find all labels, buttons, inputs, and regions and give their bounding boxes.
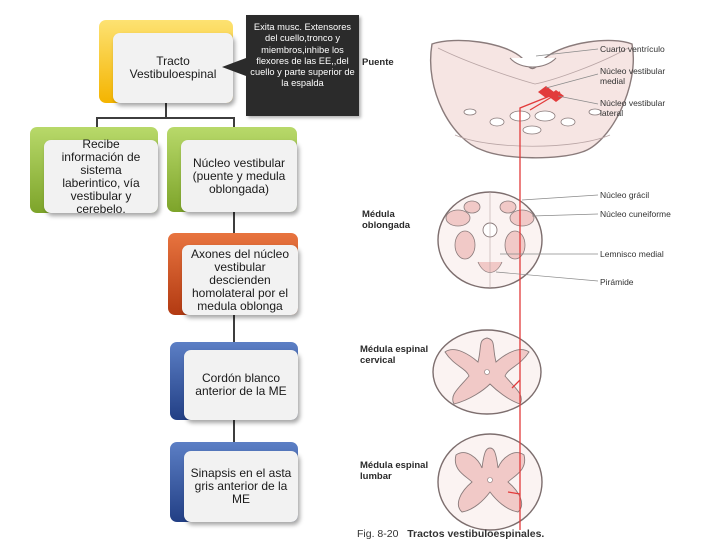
section-label-puente: Puente bbox=[362, 57, 394, 68]
figure-caption-number: Fig. 8-20 bbox=[357, 528, 399, 540]
label-piramide: Pirámide bbox=[600, 277, 634, 287]
branch-left-box: Recibe información de sistema laberintic… bbox=[44, 137, 158, 215]
cervical-cord-section bbox=[432, 329, 542, 415]
section-label-medula-cervical: Médula espinal cervical bbox=[360, 344, 429, 366]
callout-arrow-icon bbox=[222, 58, 246, 76]
medulla-section bbox=[437, 191, 543, 289]
step-3-box: Sinapsis en el asta gris anterior de la … bbox=[184, 451, 298, 522]
label-nucleo-vestibular-medial: Núcleo vestibular medial bbox=[600, 66, 666, 86]
label-nucleo-gracil: Núcleo grácil bbox=[600, 190, 650, 200]
section-label-medula-lumbar: Médula espinal lumbar bbox=[360, 460, 429, 482]
connector-step1-to-step2 bbox=[233, 314, 235, 344]
connector-right-down bbox=[233, 117, 235, 129]
label-leader-lines bbox=[495, 48, 599, 282]
section-label-medula-oblongada: Médula oblongada bbox=[362, 209, 411, 231]
step-1-box: Axones del núcleo vestibular descienden … bbox=[182, 245, 298, 315]
step-2-node: Cordón blanco anterior de la ME bbox=[170, 342, 298, 420]
connector-right-to-step1 bbox=[233, 211, 235, 235]
tract-nucleus-marker-icon bbox=[548, 90, 564, 102]
label-nucleo-vestibular-lateral: Núcleo vestibular lateral bbox=[600, 98, 666, 118]
branch-right-box: Núcleo vestibular (puente y medula oblon… bbox=[181, 140, 297, 212]
step-1-node: Axones del núcleo vestibular descienden … bbox=[168, 233, 298, 315]
step-2-box: Cordón blanco anterior de la ME bbox=[184, 350, 298, 420]
pons-section bbox=[430, 39, 634, 159]
label-lemnisco-medial: Lemnisco medial bbox=[600, 249, 664, 259]
figure-caption-title: Tractos vestibuloespinales. bbox=[407, 528, 545, 540]
branch-right-node: Núcleo vestibular (puente y medula oblon… bbox=[167, 127, 297, 212]
root-node: Tracto Vestibuloespinal bbox=[99, 20, 233, 103]
connector-left-down bbox=[96, 117, 98, 129]
callout-box: Exita musc. Extensores del cuello,tronco… bbox=[246, 15, 359, 116]
root-node-box: Tracto Vestibuloespinal bbox=[113, 33, 233, 103]
branch-left-node: Recibe información de sistema laberintic… bbox=[30, 127, 158, 215]
connector-step2-to-step3 bbox=[233, 418, 235, 444]
connector-root-down bbox=[165, 103, 167, 118]
lumbar-cord-section bbox=[437, 433, 543, 531]
step-3-node: Sinapsis en el asta gris anterior de la … bbox=[170, 442, 298, 522]
connector-branch-horizontal bbox=[96, 117, 234, 119]
figure-caption: Fig. 8-20 Tractos vestibuloespinales. bbox=[357, 528, 544, 540]
label-nucleo-cuneiforme: Núcleo cuneiforme bbox=[600, 209, 671, 219]
label-cuarto-ventriculo: Cuarto ventrículo bbox=[600, 44, 665, 54]
